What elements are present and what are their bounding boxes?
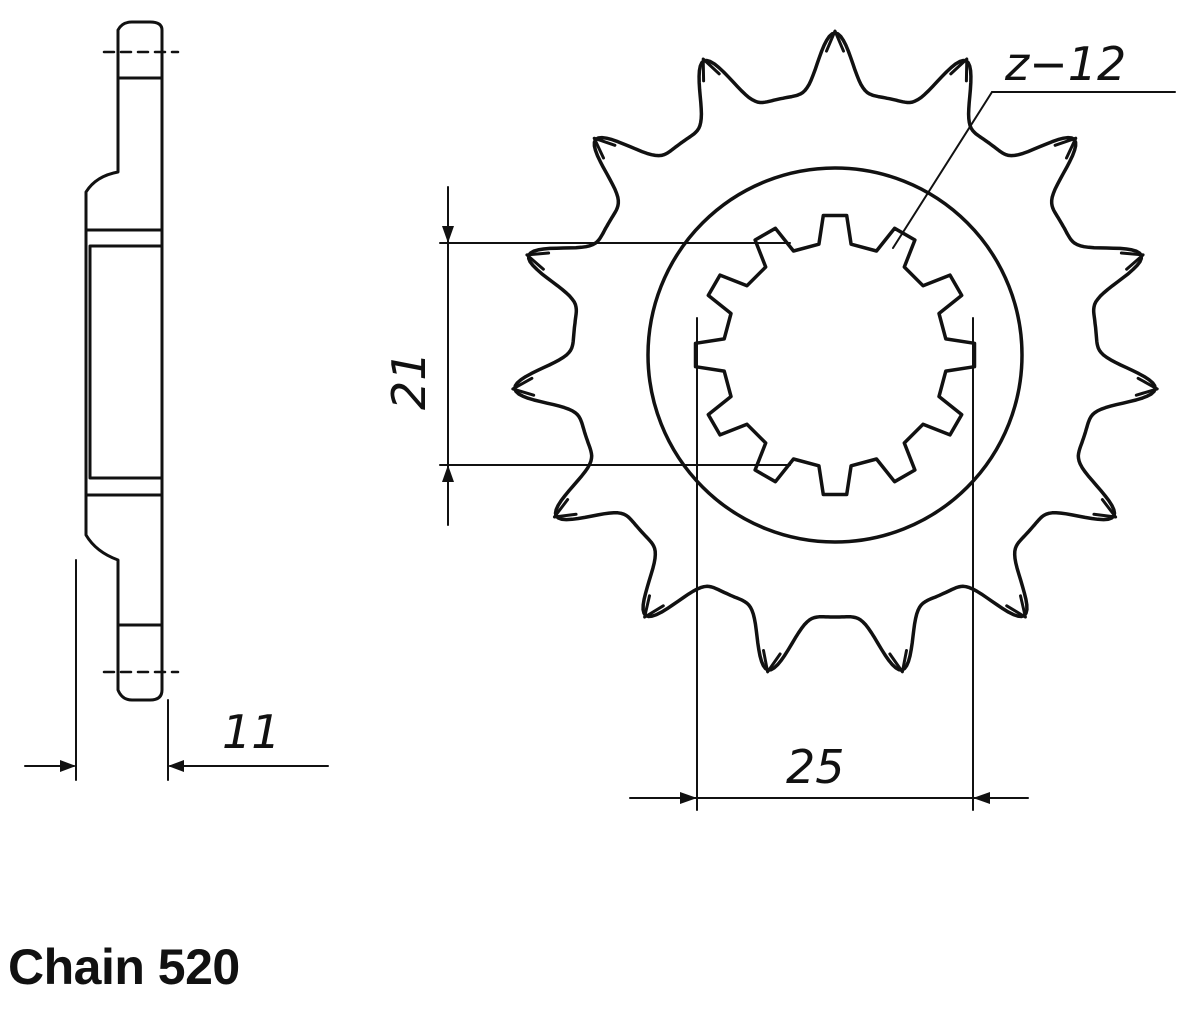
tooth-tip: [1053, 136, 1078, 160]
sprocket-outer-teeth: [513, 31, 1157, 672]
height-arrow-bottom: [442, 465, 454, 482]
side-top-section: [84, 76, 164, 232]
tooth-tip: [552, 498, 578, 519]
spline-bore: [693, 213, 977, 497]
spline-leader: [892, 91, 993, 249]
chain-caption: Chain 520: [8, 939, 240, 995]
tooth-tip: [701, 57, 721, 83]
tooth-tip: [1092, 498, 1118, 519]
height-label: 21: [382, 351, 436, 410]
thickness-arrow-right: [168, 760, 184, 772]
side-bottom-tooth: [116, 623, 164, 702]
front-view: 21 25 z−12: [382, 29, 1176, 811]
height-arrow-top: [442, 226, 454, 243]
tooth-tip: [888, 649, 908, 674]
tooth-tip: [592, 136, 617, 160]
side-hub: [84, 228, 164, 497]
thickness-label: 11: [222, 705, 281, 759]
side-section-view: 11: [24, 20, 329, 781]
side-bottom-section: [84, 493, 164, 627]
tooth-tips: [511, 29, 1159, 674]
tooth-tip: [511, 376, 536, 397]
tooth-tip: [1005, 594, 1027, 619]
side-top-tooth: [116, 20, 164, 80]
tooth-tip: [643, 594, 665, 619]
tooth-tip: [1119, 251, 1145, 271]
width-label: 25: [786, 740, 845, 794]
tooth-tip: [1134, 376, 1159, 397]
hub-circle: [646, 166, 1024, 544]
thickness-arrow-left: [60, 760, 76, 772]
width-arrow-right: [973, 792, 990, 804]
tooth-tip: [525, 251, 551, 271]
spline-label: z−12: [1004, 37, 1126, 91]
tooth-tip: [825, 29, 845, 53]
tooth-tip: [762, 649, 782, 674]
width-arrow-left: [680, 792, 697, 804]
tooth-tip: [949, 57, 969, 83]
